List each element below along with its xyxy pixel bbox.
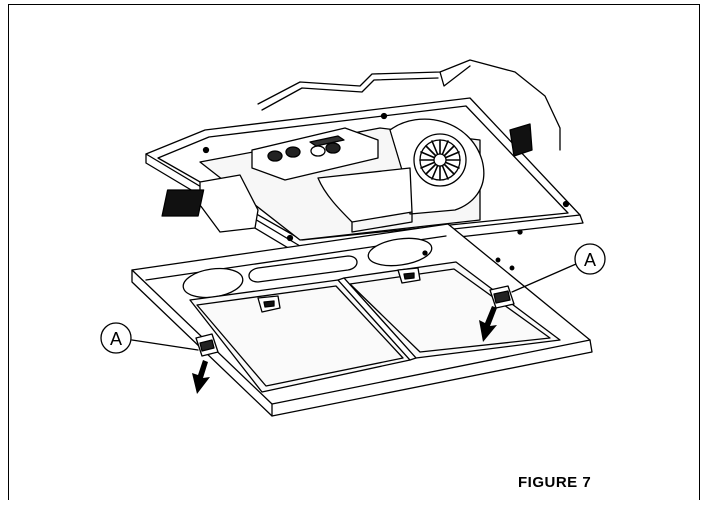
callout-label-left: A — [110, 329, 122, 349]
callout-label-right: A — [584, 250, 596, 270]
arrow-down-left-icon — [192, 360, 210, 394]
callout-circle-left — [100, 322, 132, 354]
push-arrows — [192, 306, 497, 394]
hood-body — [145, 59, 584, 256]
callout-circles — [100, 243, 606, 354]
figure-frame — [8, 4, 700, 500]
filter-frame — [131, 223, 593, 417]
callout-leaders — [131, 263, 577, 351]
figure-caption: FIGURE 7 — [518, 474, 592, 491]
control-slot — [248, 255, 358, 283]
callout-circle-right — [574, 243, 606, 275]
arrow-down-right-icon — [479, 306, 497, 342]
light-opening-right — [367, 237, 433, 267]
